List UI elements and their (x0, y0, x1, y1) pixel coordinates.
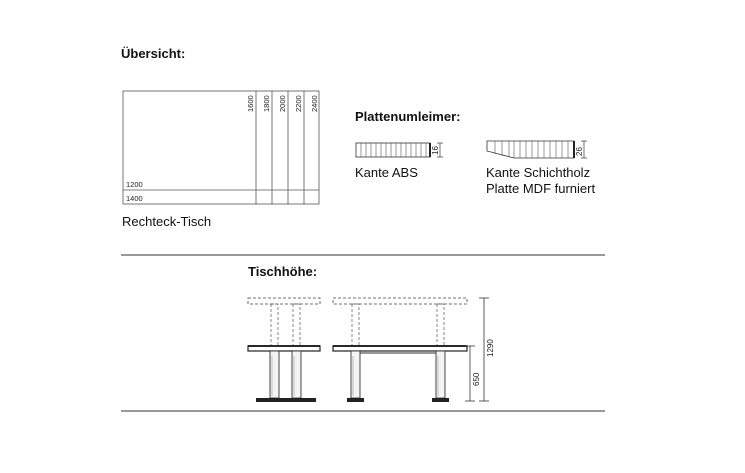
rectangle-table-overview: 1600 1800 2000 2200 2400 1200 1400 (122, 90, 320, 205)
table-side-view (247, 297, 321, 402)
abs-edge-profile: 16 (355, 142, 443, 158)
width-label: 1600 (246, 95, 255, 112)
height-dimensions: 1290 650 (465, 297, 495, 402)
min-height-label: 650 (472, 372, 481, 386)
table-front-view (332, 297, 468, 402)
wood-caption-line1: Kante Schichtholz (486, 165, 591, 180)
max-height-label: 1290 (486, 339, 495, 357)
edging-heading: Plattenumleimer: (355, 109, 461, 124)
height-heading: Tischhöhe: (248, 264, 318, 279)
wood-edge-profile: 26 (486, 140, 587, 159)
abs-caption: Kante ABS (355, 165, 418, 180)
width-label: 2400 (310, 95, 319, 112)
wood-dimension: 26 (575, 147, 584, 156)
depth-label: 1400 (126, 194, 143, 203)
width-label: 2000 (278, 95, 287, 112)
overview-heading: Übersicht: (121, 46, 186, 61)
width-label: 2200 (294, 95, 303, 112)
abs-dimension: 16 (431, 146, 440, 155)
wood-caption-line2: Platte MDF furniert (486, 181, 596, 196)
depth-label: 1200 (126, 180, 143, 189)
width-label: 1800 (262, 95, 271, 112)
table-outline-max (122, 90, 320, 205)
overview-caption: Rechteck-Tisch (122, 214, 212, 229)
